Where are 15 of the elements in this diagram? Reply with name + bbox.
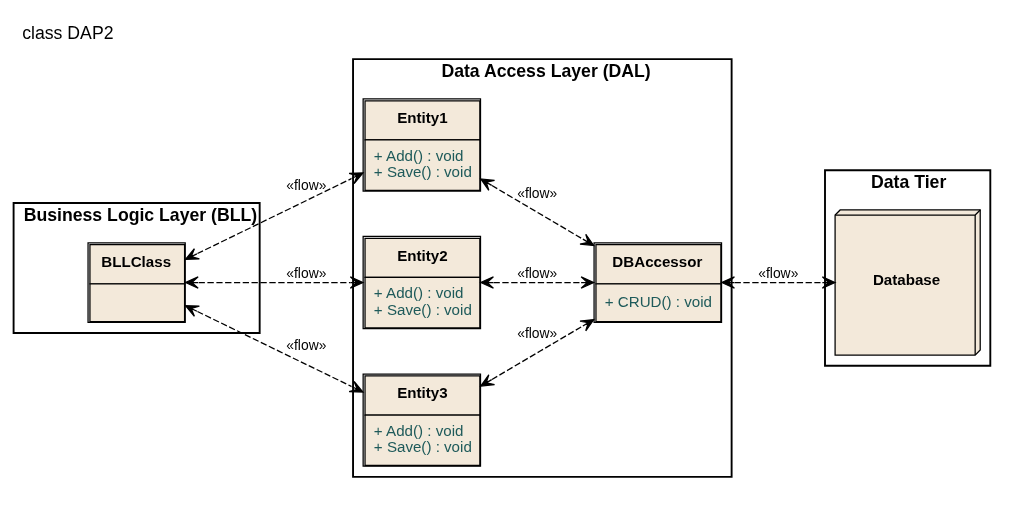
edge-label: «flow»: [517, 184, 558, 201]
arrow: [480, 177, 595, 246]
edge-label: «flow»: [286, 336, 327, 353]
edge-label: «flow»: [517, 264, 558, 281]
arrow: [480, 275, 595, 289]
arrow: [721, 275, 836, 289]
diagram-title: class DAP2: [22, 22, 114, 43]
edge-label: «flow»: [286, 264, 327, 281]
arrow: [184, 304, 364, 393]
edge-label: «flow»: [286, 176, 327, 193]
edge-label: «flow»: [517, 324, 558, 341]
arrow: [184, 275, 364, 289]
arrow: [480, 318, 595, 387]
edge-label: «flow»: [758, 264, 799, 281]
arrow: [184, 171, 364, 260]
